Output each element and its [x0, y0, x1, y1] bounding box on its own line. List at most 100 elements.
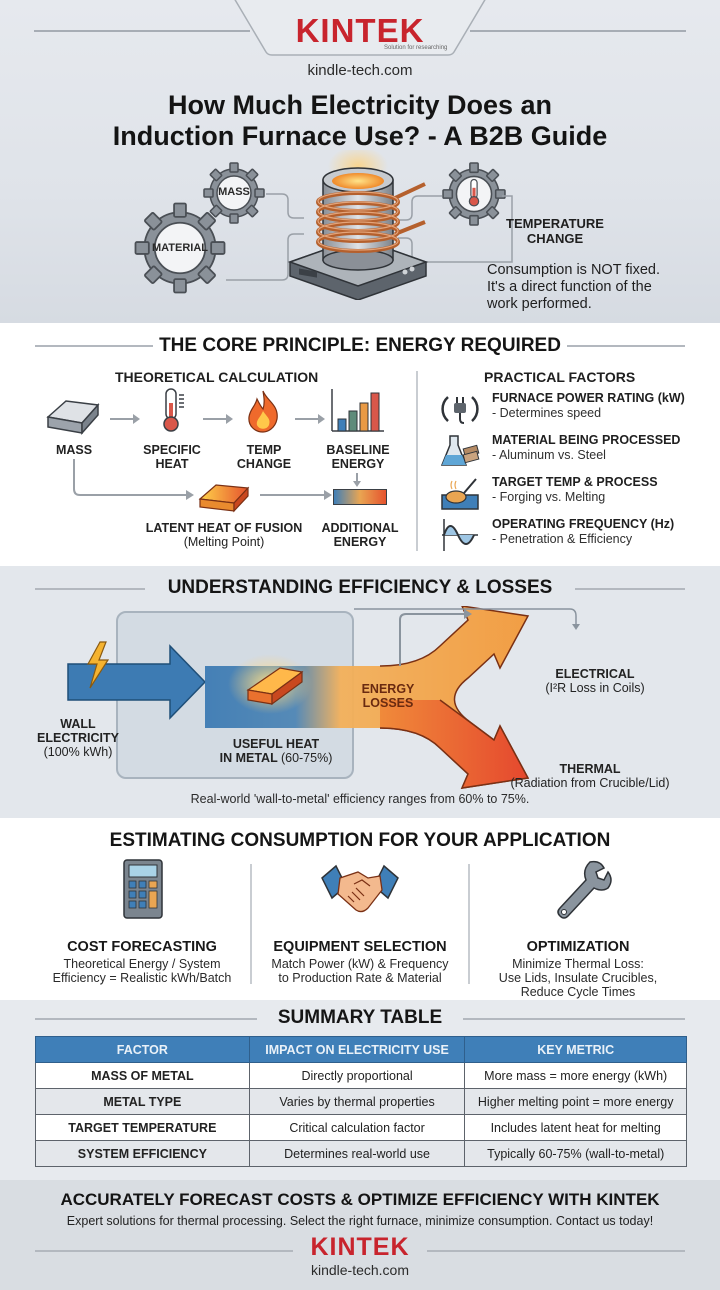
column-header: KEY METRIC [464, 1036, 687, 1063]
flow-arrow [203, 414, 233, 424]
header-divider-left [34, 30, 250, 32]
column-header: IMPACT ON ELECTRICITY USE [248, 1036, 466, 1063]
optimization-column: OPTIMIZATION Minimize Thermal Loss:Use L… [468, 858, 688, 999]
mass-gear-icon [203, 162, 265, 224]
divider [463, 1018, 685, 1020]
estimating-section: ESTIMATING CONSUMPTION FOR YOUR APPLICAT… [0, 818, 720, 1000]
crucible-icon [441, 478, 479, 510]
metal-ingot-icon [46, 400, 100, 435]
energy-flow-diagram [67, 606, 580, 789]
factor-desc: - Aluminum vs. Steel [492, 448, 606, 462]
divider [35, 345, 153, 347]
column-divider [468, 864, 470, 984]
column-header: FACTOR [35, 1036, 250, 1063]
table-cell: Varies by thermal properties [248, 1088, 466, 1115]
brand-logo[interactable]: KINTEK [295, 12, 425, 49]
latent-flow-lines [73, 459, 361, 500]
cta-subtext: Expert solutions for thermal processing.… [66, 1214, 654, 1228]
flow-arrow [295, 414, 325, 424]
table-cell: Directly proportional [248, 1062, 466, 1089]
logo-badge: KINTEK Solution for researching [232, 0, 488, 56]
factor-power-rating: FURNACE POWER RATING (kW) - Determines s… [440, 391, 710, 429]
table-cell: METAL TYPE [35, 1088, 250, 1115]
divider [35, 1250, 293, 1252]
cta-headline: ACCURATELY FORECAST COSTS & OPTIMIZE EFF… [60, 1190, 660, 1209]
summary-table-section: SUMMARY TABLE FACTOR IMPACT ON ELECTRICI… [0, 1000, 720, 1180]
table-cell: Critical calculation factor [248, 1114, 466, 1141]
divider [575, 588, 685, 590]
efficiency-section: UNDERSTANDING EFFICIENCY & LOSSES [0, 566, 720, 1290]
table-cell: MASS OF METAL [35, 1062, 250, 1089]
table-row: MASS OF METAL Directly proportional More… [35, 1062, 687, 1089]
gear-label-mass: MASS [218, 186, 250, 198]
latent-heat-label: LATENT HEAT OF FUSION(Melting Point) [145, 521, 303, 549]
title-line-2: Induction Furnace Use? - A B2B Guide [112, 121, 608, 151]
electrical-loss-label: ELECTRICAL(I²R Loss in Coils) [545, 667, 645, 695]
estimating-title: ESTIMATING CONSUMPTION FOR YOUR APPLICAT… [109, 830, 611, 851]
factor-desc: - Forging vs. Melting [492, 490, 606, 504]
factor-frequency: OPERATING FREQUENCY (Hz) - Penetration &… [440, 517, 710, 555]
additional-energy-bar [333, 489, 387, 505]
molten-ingot-icon [198, 484, 250, 513]
flame-icon [248, 390, 278, 433]
table-header-row: FACTOR IMPACT ON ELECTRICITY USE KEY MET… [35, 1036, 687, 1063]
column-divider [250, 864, 252, 984]
factor-name: OPERATING FREQUENCY (Hz) [492, 517, 675, 531]
column-title: COST FORECASTING [67, 939, 217, 955]
table-cell: SYSTEM EFFICIENCY [35, 1140, 250, 1167]
divider [567, 345, 685, 347]
flow-arrow [110, 414, 140, 424]
header-divider-right [470, 30, 686, 32]
sine-wave-icon [442, 519, 478, 551]
core-principle-section: THE CORE PRINCIPLE: ENERGY REQUIRED THEO… [0, 323, 720, 566]
factor-name: MATERIAL BEING PROCESSED [492, 433, 681, 447]
brand-tagline: Solution for researching [384, 45, 448, 51]
table-cell: Typically 60-75% (wall-to-metal) [464, 1140, 687, 1167]
temperature-gear-icon [442, 162, 506, 226]
bar-chart-icon [331, 389, 384, 432]
footer-brand-logo[interactable]: KINTEK [310, 1233, 410, 1261]
temperature-change-label: TEMPERATURE CHANGE [506, 216, 604, 246]
table-cell: Includes latent heat for melting [464, 1114, 687, 1141]
page-title: How Much Electricity Does an Induction F… [0, 90, 720, 152]
column-title: OPTIMIZATION [526, 939, 630, 955]
wrench-icon [557, 860, 612, 919]
footer-site-url[interactable]: kindle-tech.com [310, 1262, 410, 1278]
title-line-1: How Much Electricity Does an [167, 90, 553, 120]
divider [427, 1250, 685, 1252]
column-desc: Minimize Thermal Loss:Use Lids, Insulate… [498, 957, 658, 999]
column-divider [416, 371, 418, 551]
summary-table: FACTOR IMPACT ON ELECTRICITY USE KEY MET… [35, 1036, 687, 1167]
table-row: SYSTEM EFFICIENCY Determines real-world … [35, 1140, 687, 1167]
practical-factors-title: PRACTICAL FACTORS [484, 369, 636, 385]
table-cell: Higher melting point = more energy [464, 1088, 687, 1115]
table-cell: Determines real-world use [248, 1140, 466, 1167]
factor-desc: - Penetration & Efficiency [492, 532, 633, 546]
site-url[interactable]: kindle-tech.com [307, 62, 413, 79]
factor-target-temp: TARGET TEMP & PROCESS - Forging vs. Melt… [440, 475, 710, 513]
induction-furnace-icon [287, 150, 429, 300]
divider [35, 588, 145, 590]
wall-electricity-label: WALL ELECTRICITY(100% kWh) [37, 717, 119, 759]
header-section: KINTEK Solution for researching kindle-t… [0, 0, 720, 323]
factor-name: TARGET TEMP & PROCESS [492, 475, 658, 489]
step-mass-label: MASS [55, 443, 93, 457]
gear-label-material: MATERIAL [151, 242, 208, 254]
column-title: EQUIPMENT SELECTION [273, 939, 447, 955]
factor-desc: - Determines speed [492, 406, 602, 420]
cost-forecasting-column: COST FORECASTING Theoretical Energy / Sy… [32, 858, 252, 985]
table-row: METAL TYPE Varies by thermal properties … [35, 1088, 687, 1115]
factor-material: MATERIAL BEING PROCESSED - Aluminum vs. … [440, 433, 710, 471]
power-plug-icon [441, 396, 479, 424]
factor-name: FURNACE POWER RATING (kW) [492, 391, 685, 405]
core-principle-title: THE CORE PRINCIPLE: ENERGY REQUIRED [159, 335, 561, 356]
efficiency-title: UNDERSTANDING EFFICIENCY & LOSSES [167, 577, 553, 598]
thermometer-icon [163, 388, 184, 432]
